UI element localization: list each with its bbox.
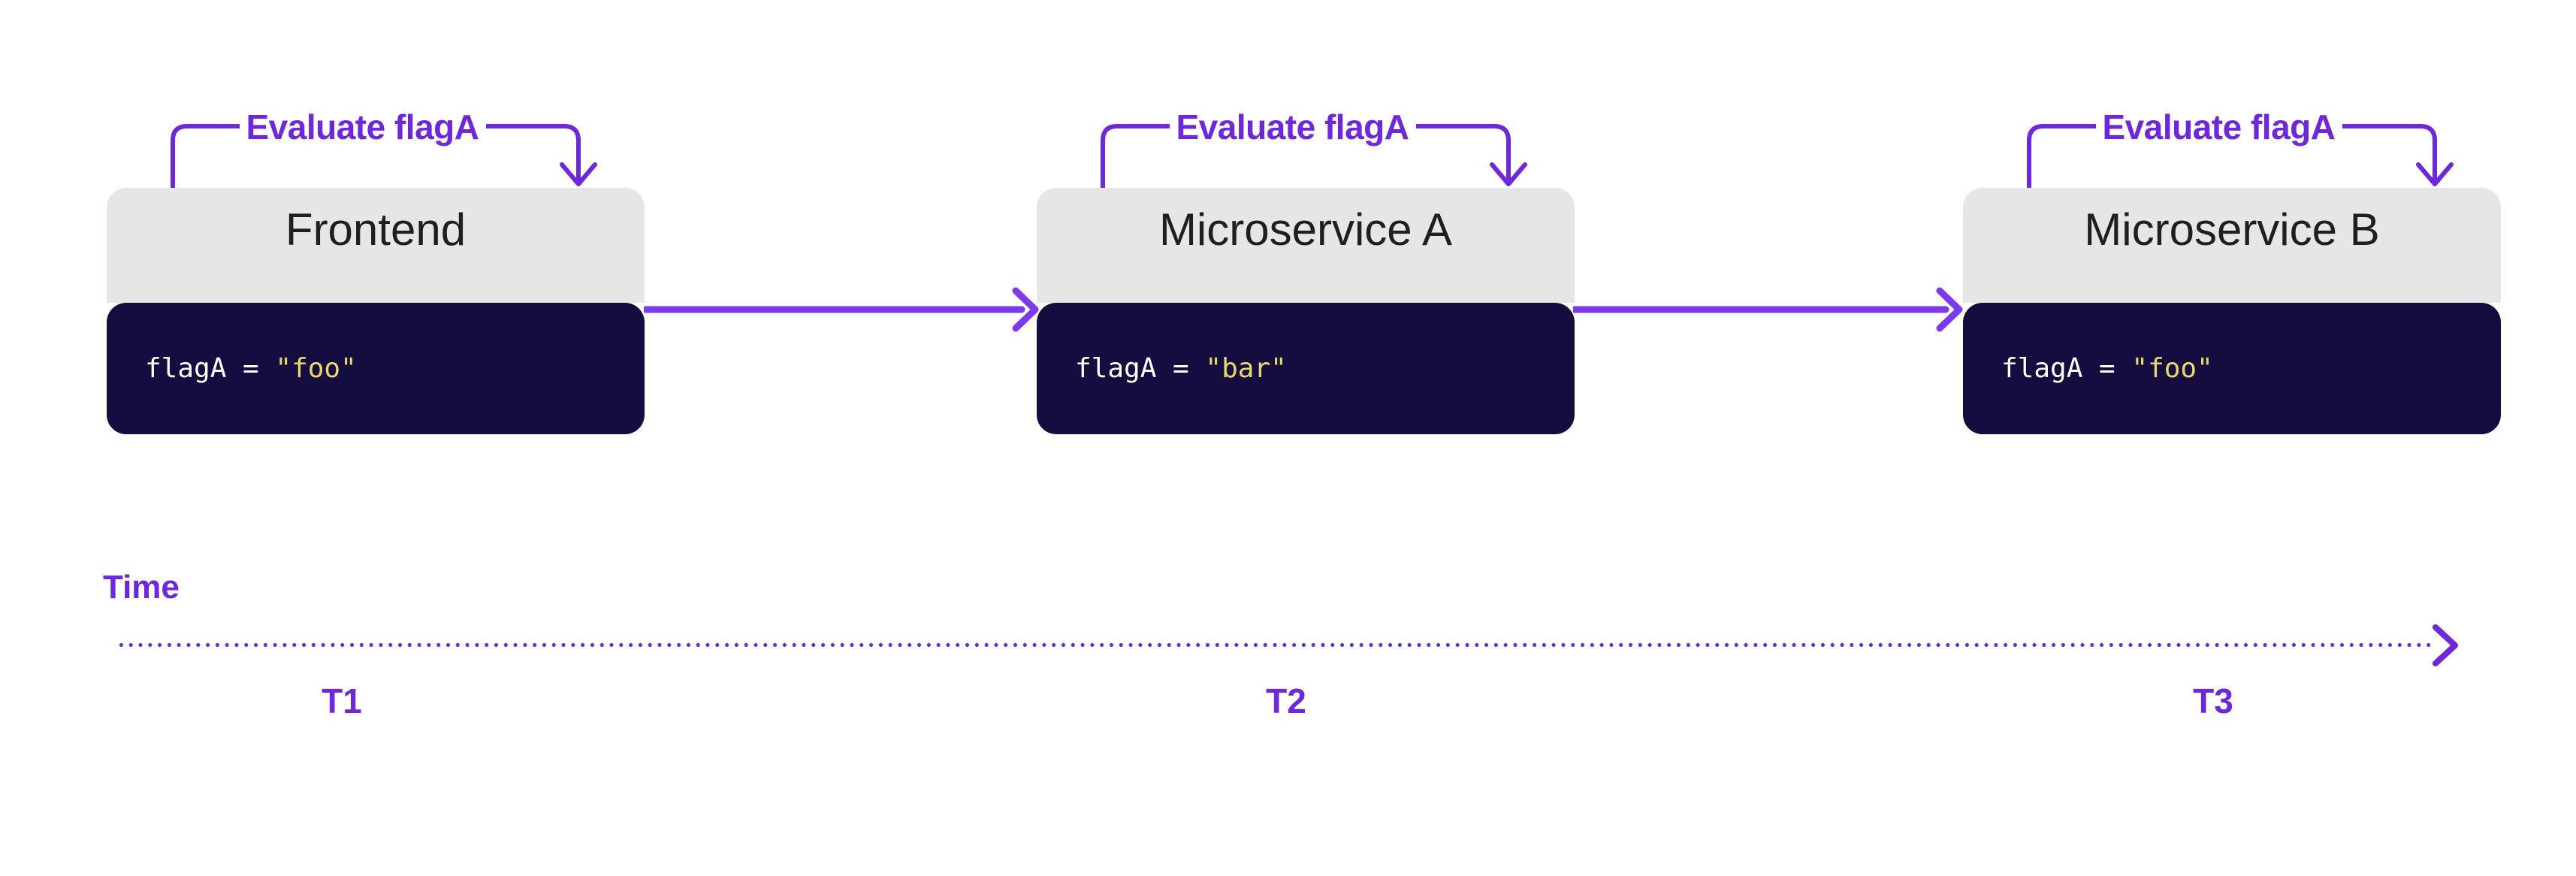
service-code-block: flagA = "bar" xyxy=(1037,303,1575,434)
code-variable: flagA = xyxy=(2001,353,2132,384)
service-card: Microservice B flagA = "foo" xyxy=(1963,188,2501,434)
eval-label-row: Evaluate flagA xyxy=(2016,109,2422,145)
service-name: Microservice A xyxy=(1158,204,1453,255)
code-variable: flagA = xyxy=(1075,353,1206,384)
code-variable: flagA = xyxy=(145,353,276,384)
eval-label: Evaluate flagA xyxy=(1169,109,1416,145)
code-line: flagA = "bar" xyxy=(1075,353,1287,384)
right-arrow-icon xyxy=(1571,287,1963,332)
eval-annotation: Evaluate flagA xyxy=(107,109,645,188)
service-card: Microservice A flagA = "bar" xyxy=(1037,188,1575,434)
eval-label: Evaluate flagA xyxy=(239,109,486,145)
eval-label-row: Evaluate flagA xyxy=(1089,109,1496,145)
service-group-frontend: Evaluate flagA Frontend flagA = "foo" xyxy=(107,109,645,434)
timeline-arrowhead-icon xyxy=(2433,623,2460,672)
code-string-value: "bar" xyxy=(1205,353,1287,384)
eval-label-row: Evaluate flagA xyxy=(159,109,566,145)
code-string-value: "foo" xyxy=(275,353,357,384)
request-arrow-a-to-b xyxy=(1571,285,1971,337)
eval-annotation: Evaluate flagA xyxy=(1963,109,2501,188)
service-header: Frontend xyxy=(107,188,645,303)
service-group-microservice-a: Evaluate flagA Microservice A flagA = "b… xyxy=(1037,109,1575,434)
eval-label: Evaluate flagA xyxy=(2095,109,2342,145)
service-header: Microservice B xyxy=(1963,188,2501,303)
service-group-microservice-b: Evaluate flagA Microservice B flagA = "f… xyxy=(1963,109,2501,434)
service-header: Microservice A xyxy=(1037,188,1575,303)
service-code-block: flagA = "foo" xyxy=(107,303,645,434)
timeline-label: Time xyxy=(103,569,180,606)
service-name: Frontend xyxy=(285,204,467,255)
service-card: Frontend flagA = "foo" xyxy=(107,188,645,434)
code-string-value: "foo" xyxy=(2131,353,2213,384)
timeline-dotted-axis xyxy=(116,642,2432,648)
timeline-tick-t1: T1 xyxy=(322,681,362,720)
code-line: flagA = "foo" xyxy=(2001,353,2213,384)
request-arrow-frontend-to-a xyxy=(642,285,1042,337)
code-line: flagA = "foo" xyxy=(145,353,357,384)
eval-annotation: Evaluate flagA xyxy=(1037,109,1575,188)
service-code-block: flagA = "foo" xyxy=(1963,303,2501,434)
right-arrow-icon xyxy=(642,287,1039,332)
timeline-tick-t2: T2 xyxy=(1266,681,1306,720)
timeline-tick-t3: T3 xyxy=(2193,681,2233,720)
service-name: Microservice B xyxy=(2084,204,2380,255)
